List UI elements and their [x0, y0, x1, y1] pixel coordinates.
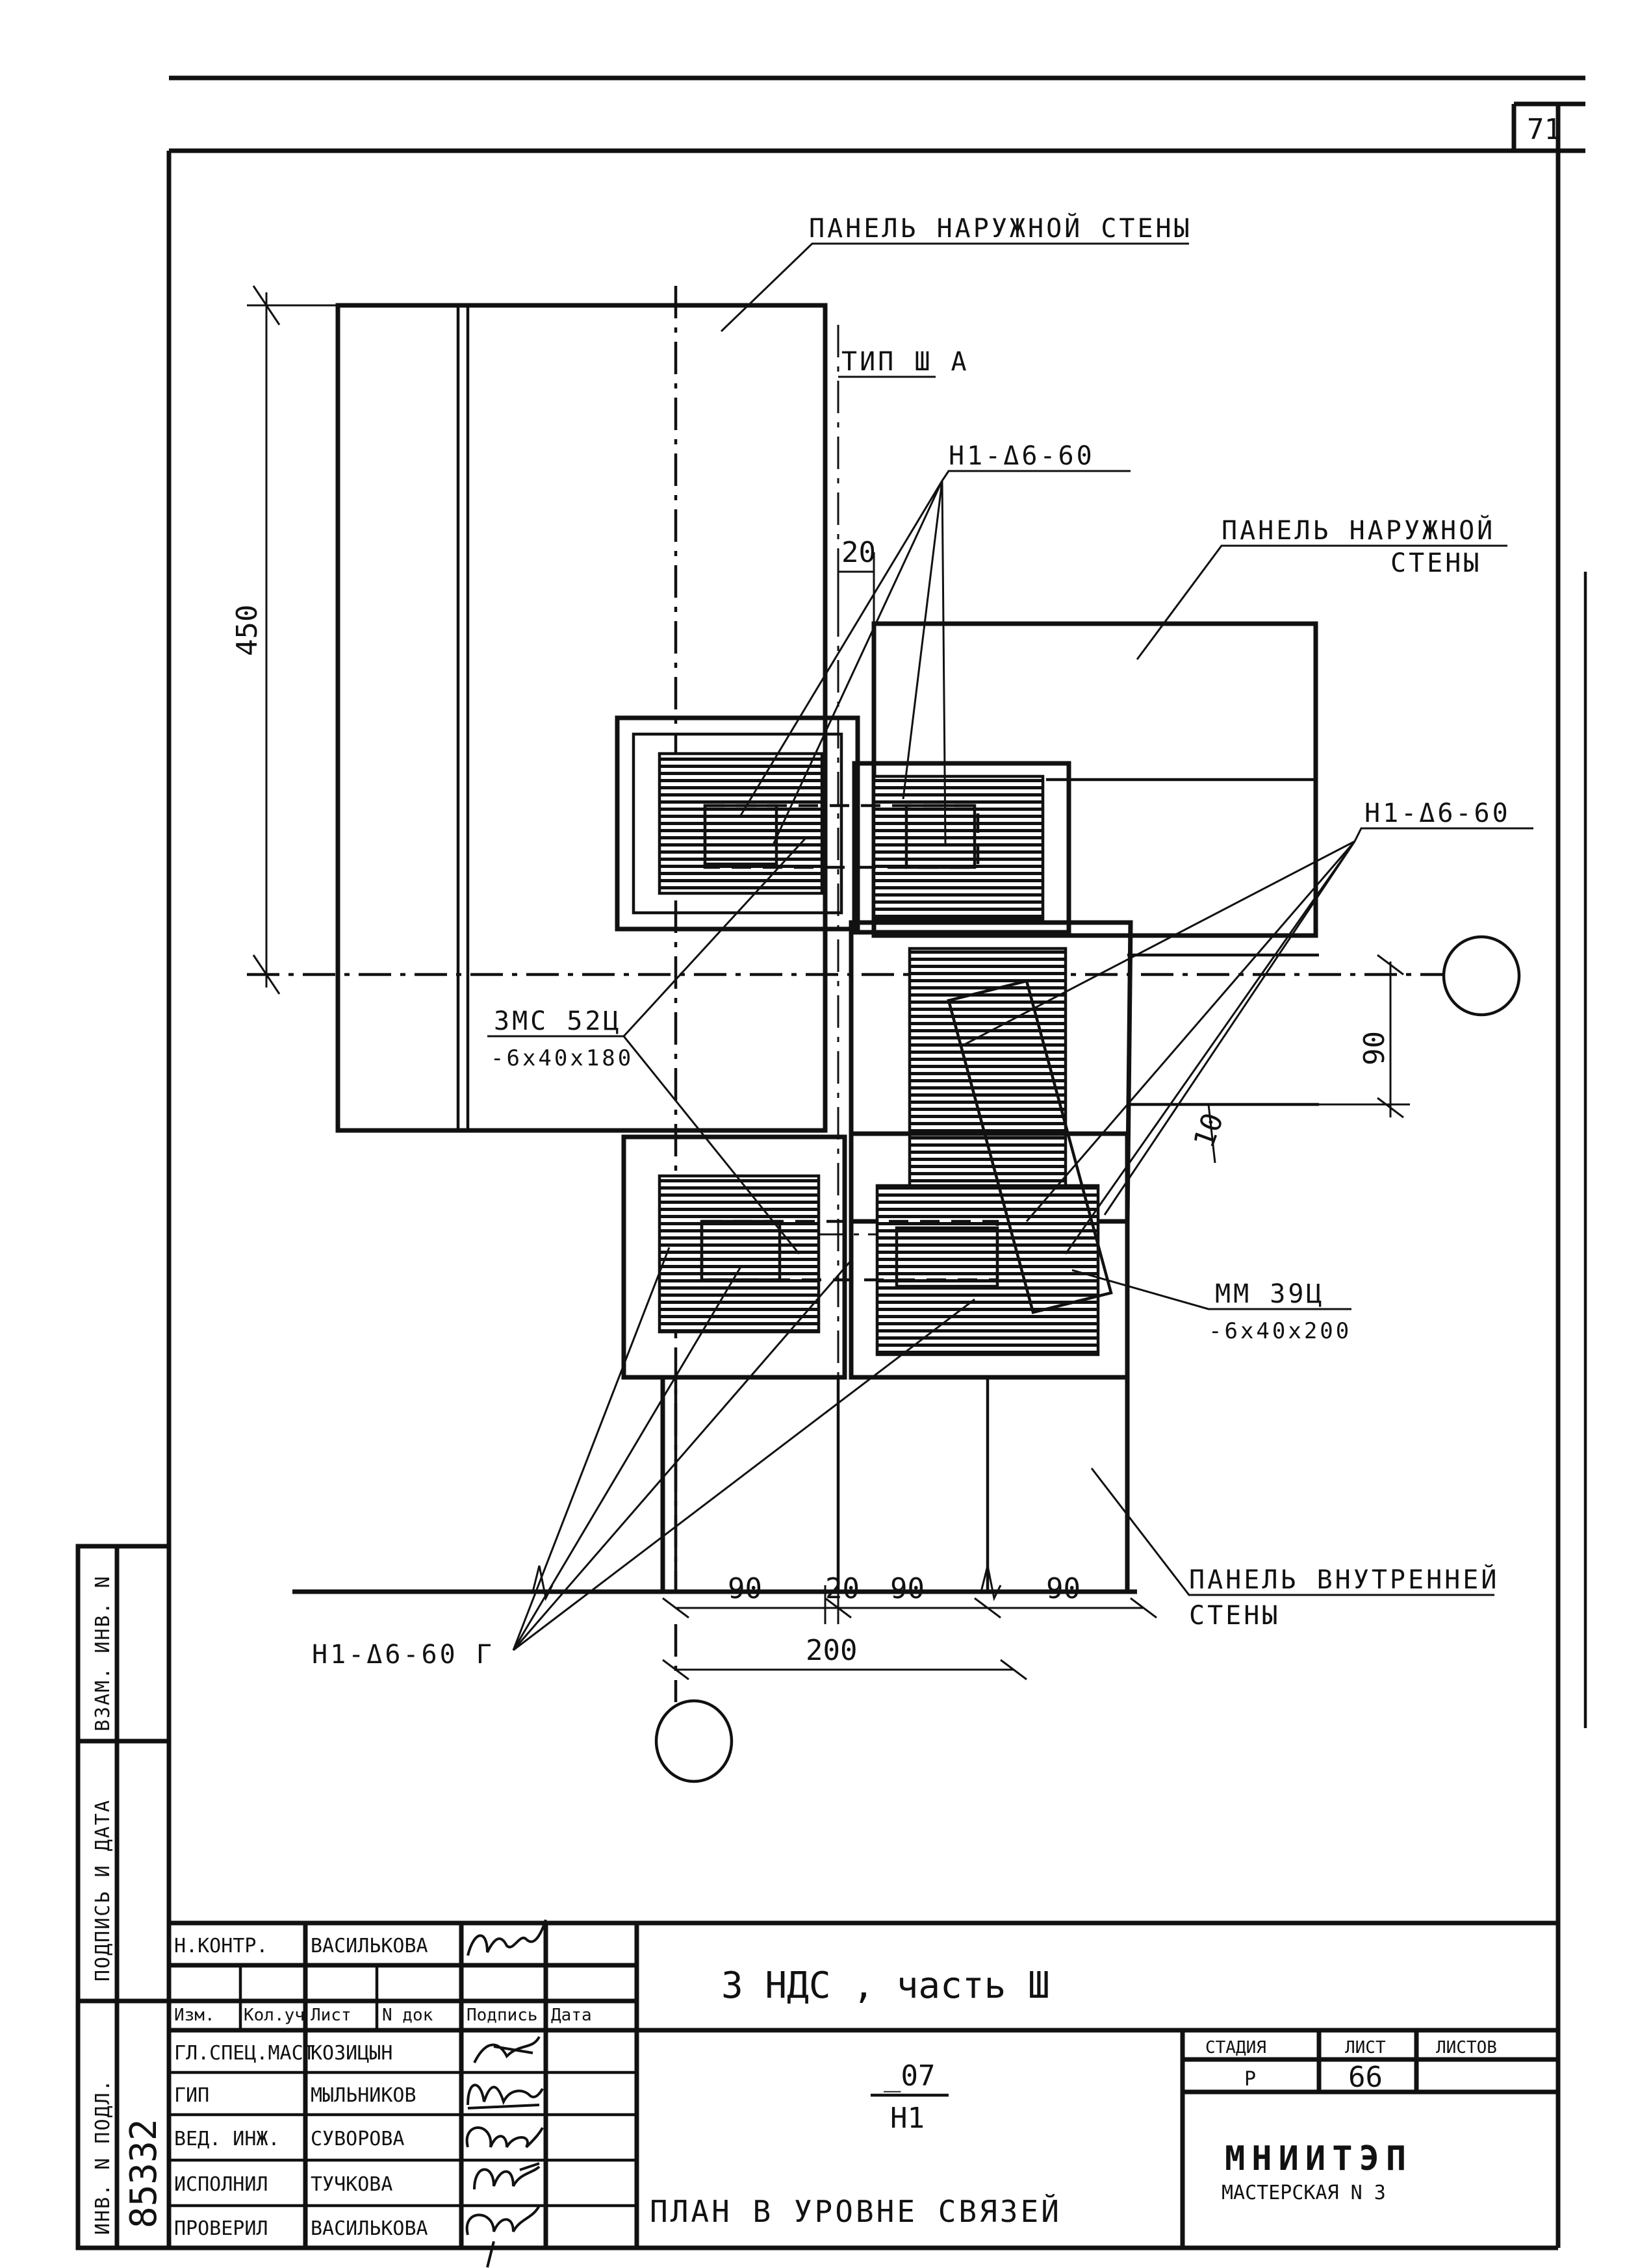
- side-inv-podl: ИНВ. N ПОДЛ.: [92, 2078, 114, 2235]
- embedded-plate-mid-right: [849, 920, 1133, 1224]
- dim-450: 450: [231, 605, 264, 656]
- label-outer-panel-right-2: СТЕНЫ: [1390, 548, 1481, 578]
- side-inv-number: 85332: [123, 2119, 165, 2228]
- tb-row-name: СУВОРОВА: [311, 2128, 405, 2150]
- sheet-number: 71: [1527, 113, 1561, 146]
- embedded-plate-bottom-right: [849, 1131, 1130, 1380]
- label-type-mark: ТИП Ш А: [841, 347, 969, 377]
- tb-code-top: _07: [884, 2059, 935, 2093]
- tb-stage: Р: [1244, 2068, 1256, 2091]
- axis-marker-right: [1442, 935, 1521, 1017]
- side-inv-vzam: ВЗАМ. ИНВ. N: [92, 1575, 114, 1731]
- signatures: [465, 2035, 544, 2268]
- tb-head-data: Дата: [551, 2006, 592, 2025]
- label-inner-panel-1: ПАНЕЛЬ ВНУТРЕННЕЙ: [1189, 1564, 1499, 1595]
- label-outer-panel-top: ПАНЕЛЬ НАРУЖНОЙ СТЕНЫ: [809, 212, 1192, 244]
- tb-nkontr-role: Н.КОНТР.: [174, 1935, 268, 1957]
- tb-sheet-title: ПЛАН В УРОВНЕ СВЯЗЕЙ: [650, 2194, 1062, 2229]
- tb-row-role: ГЛ.СПЕЦ.МАСТ: [174, 2042, 315, 2065]
- label-h1-bottom: Н1-Δ6-60 Г: [312, 1640, 494, 1670]
- axis-lines: [247, 286, 1521, 1783]
- tb-sheet-label: ЛИСТ: [1345, 2038, 1386, 2058]
- label-mm-2: -6x40x200: [1209, 1318, 1351, 1344]
- tb-row-role: ПРОВЕРИЛ: [174, 2217, 268, 2240]
- tb-head-koluch: Кол.уч: [244, 2006, 305, 2025]
- leader-lines: [487, 242, 1533, 1651]
- embedded-plate-top-right: [852, 761, 1071, 935]
- dimension-lines: [247, 285, 1410, 1681]
- link-plate-top: [703, 804, 980, 869]
- embedded-plate-top-left: [615, 715, 860, 932]
- tb-row-role: ВЕД. ИНЖ.: [174, 2128, 280, 2150]
- tb-stage-label: СТАДИЯ: [1205, 2038, 1266, 2058]
- label-h1-right: Н1-Δ6-60: [1364, 798, 1511, 828]
- dim-90-a: 90: [728, 1572, 762, 1605]
- dim-20-bottom: 20: [825, 1572, 860, 1605]
- label-mm-1: ММ 39Ц: [1215, 1279, 1325, 1309]
- tb-row-name: МЫЛЬНИКОВ: [311, 2084, 416, 2107]
- dim-20-top: 20: [841, 536, 876, 569]
- tb-sheets-label: ЛИСТОВ: [1436, 2038, 1497, 2058]
- wall-panels: [292, 303, 1319, 1601]
- link-plate-bottom: [700, 1219, 999, 1282]
- tb-org-unit: МАСТЕРСКАЯ N 3: [1222, 2182, 1386, 2204]
- tb-project: 3 НДС , часть Ш: [721, 1965, 1050, 2007]
- label-zmc-1: ЗМС 52Ц: [494, 1006, 622, 1036]
- tb-row-role: ИСПОЛНИЛ: [174, 2173, 268, 2196]
- title-block: [169, 1920, 1558, 2248]
- dim-90-right: 90: [1358, 1031, 1391, 1065]
- label-zmc-2: -6x40x180: [491, 1045, 634, 1071]
- dim-90-b: 90: [890, 1572, 925, 1605]
- tb-org-name: МНИИТЭП: [1225, 2139, 1413, 2178]
- tb-nkontr-name: ВАСИЛЬКОВА: [311, 1935, 428, 1957]
- axis-marker-bottom: [654, 1699, 734, 1783]
- tb-code-bottom: Н1: [890, 2102, 925, 2135]
- side-stamp: [75, 1544, 172, 2250]
- tb-head-list: Лист: [311, 2006, 352, 2025]
- label-outer-panel-right-1: ПАНЕЛЬ НАРУЖНОЙ: [1222, 515, 1495, 546]
- tb-row-role: ГИП: [174, 2084, 209, 2107]
- tb-head-ndok: N док: [382, 2006, 433, 2025]
- dim-10: 10: [1187, 1109, 1230, 1153]
- tb-head-podpis: Подпись: [467, 2006, 538, 2025]
- dim-200: 200: [806, 1634, 857, 1667]
- tb-head-izm: Изм.: [174, 2006, 215, 2025]
- embedded-plate-bottom-left: [621, 1134, 847, 1380]
- dim-90-c: 90: [1046, 1572, 1081, 1605]
- tb-row-name: КОЗИЦЫН: [311, 2042, 392, 2065]
- label-h1-top: Н1-Δ6-60: [949, 441, 1095, 471]
- tb-row-name: ВАСИЛЬКОВА: [311, 2217, 428, 2240]
- side-sign-date: ПОДПИСЬ И ДАТА: [92, 1799, 114, 1981]
- inclined-link-plate: [947, 979, 1113, 1314]
- tb-row-name: ТУЧКОВА: [311, 2173, 392, 2196]
- sheet-frame: [78, 75, 1587, 2250]
- label-inner-panel-2: СТЕНЫ: [1189, 1601, 1280, 1631]
- tb-sheet: 66: [1348, 2061, 1383, 2094]
